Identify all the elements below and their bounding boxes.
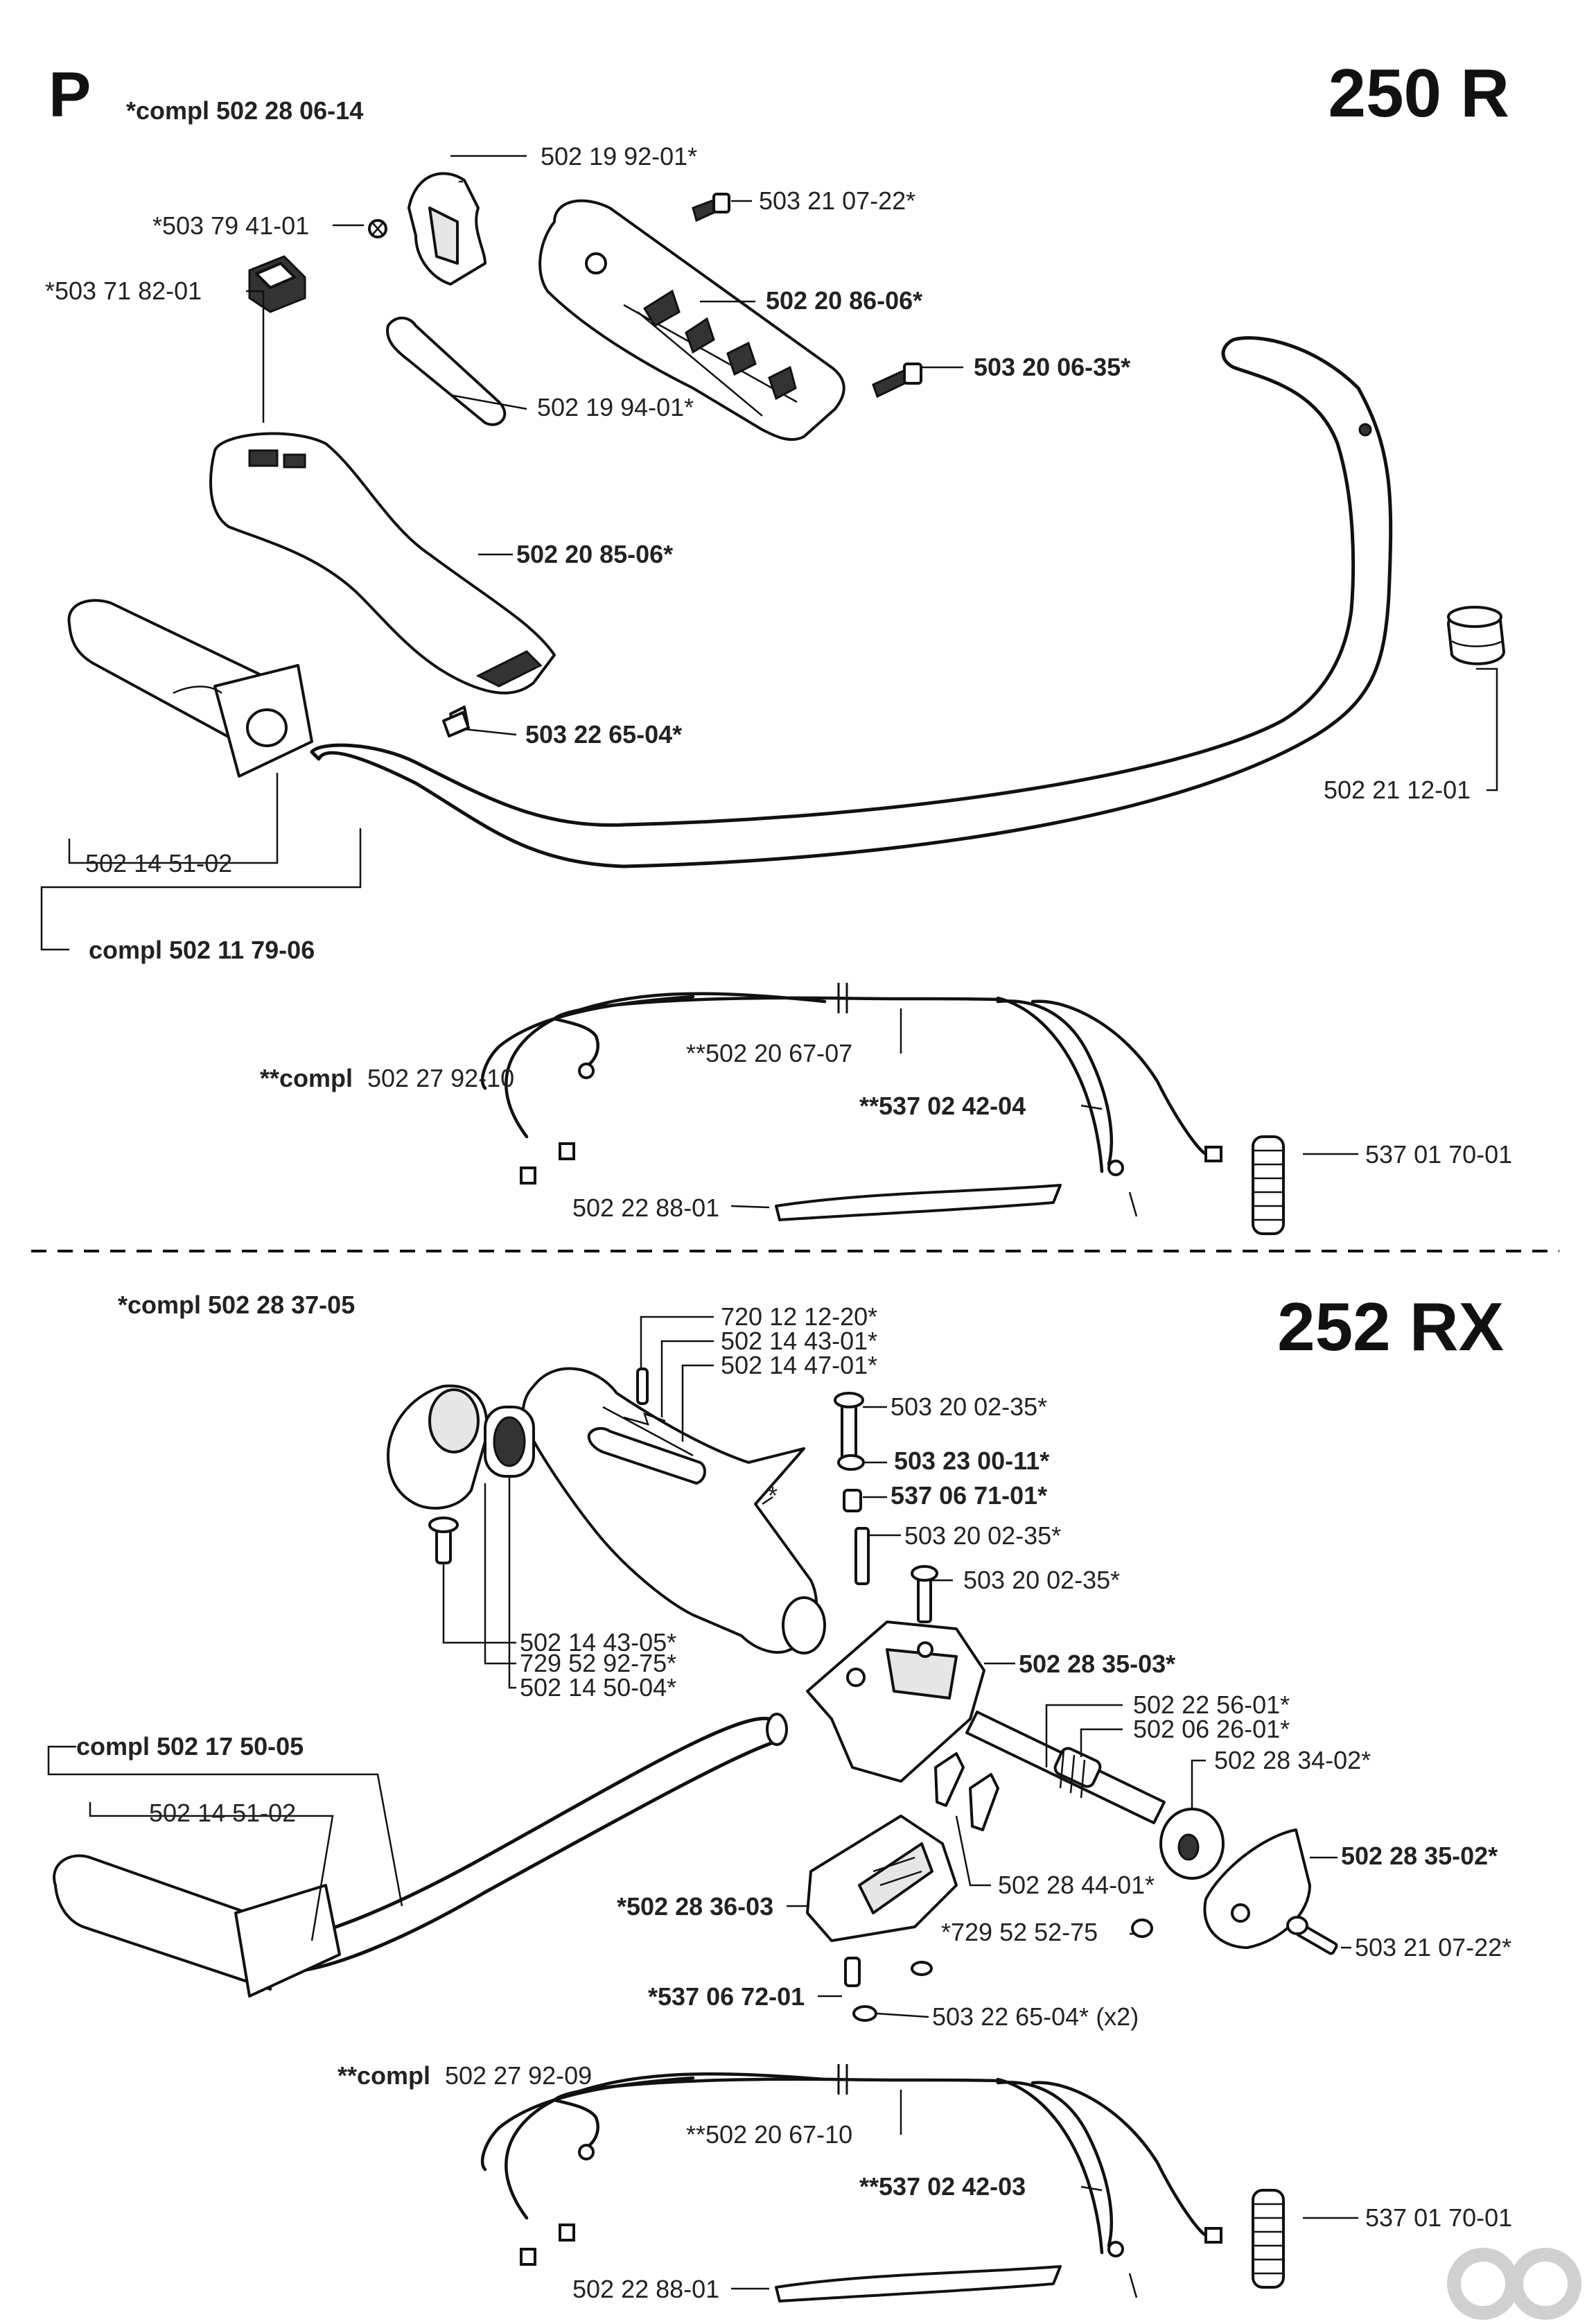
screw-729-52-52-75 xyxy=(1131,1919,1153,1938)
tube-bushing xyxy=(1447,606,1505,665)
corner-logo xyxy=(1447,2248,1581,2320)
model-title-bottom: 252 RX xyxy=(1277,1288,1504,1365)
label-537-06-71-01: 537 06 71-01* xyxy=(891,1481,1047,1510)
spiral-sleeve-top xyxy=(1252,1135,1285,1235)
label-compl-502-11-79-06: compl 502 11 79-06 xyxy=(89,936,315,964)
label-compl-harness-top: **compl xyxy=(260,1064,353,1092)
label-503-20-02-35-c: 503 20 02-35* xyxy=(963,1566,1120,1594)
throttle-grip-assembly xyxy=(521,1367,826,1654)
label-503-22-65-04-x2: 503 22 65-04* (x2) xyxy=(932,2002,1139,2031)
label-503-20-06-35: 503 20 06-35* xyxy=(974,353,1130,381)
label-502-06-26-01: 502 06 26-01* xyxy=(1133,1715,1290,1743)
throttle-lever-assembly xyxy=(387,1384,535,1510)
slider-part xyxy=(587,1426,706,1485)
label-503-20-02-35-a: 503 20 02-35* xyxy=(891,1392,1047,1421)
wire-harness-top xyxy=(480,983,1222,1217)
screw-503-21-07-22-bottom xyxy=(1286,1916,1338,1955)
bolt-stack-vertical xyxy=(834,1392,938,1623)
label-502-14-50-04: 502 14 50-04* xyxy=(520,1673,676,1702)
label-502-20-67-10: **502 20 67-10 xyxy=(686,2120,852,2149)
screw-503-21-07-22 xyxy=(692,193,730,222)
label-503-22-65-04: 503 22 65-04* xyxy=(525,720,682,749)
kit-label-bottom: *compl 502 28 37-05 xyxy=(118,1291,355,1319)
model-title-top: 250 R xyxy=(1328,55,1509,131)
handle-shell-upper xyxy=(538,199,845,442)
clamp-upper-502-28-35-03 xyxy=(806,1620,985,1783)
cable-rod xyxy=(965,1711,1225,1880)
label-537-02-42-03: **537 02 42-03 xyxy=(859,2172,1026,2201)
label-537-01-70-01-bottom: 537 01 70-01 xyxy=(1365,2203,1512,2232)
label-503-21-07-22-bottom: 503 21 07-22* xyxy=(1355,1933,1511,1962)
pin-502-28-44-01 xyxy=(934,1752,965,1807)
label-502-22-56-01: 502 22 56-01* xyxy=(1133,1690,1290,1719)
label-502-27-92-09: 502 27 92-09 xyxy=(445,2061,592,2090)
label-502-28-34-02: 502 28 34-02* xyxy=(1214,1746,1371,1774)
throttle-lockout xyxy=(386,316,507,426)
screw-537-06-72-01 xyxy=(844,1957,933,2022)
label-503-23-00-11: 503 23 00-11* xyxy=(894,1447,1049,1475)
label-502-14-51-02: 502 14 51-02 xyxy=(85,849,232,877)
label-502-28-36-03: *502 28 36-03 xyxy=(617,1892,773,1921)
kit-label-top: *compl 502 28 06-14 xyxy=(126,96,363,125)
handle-tube-bottom xyxy=(53,1713,788,1998)
label-asterisk: * xyxy=(768,1481,778,1510)
label-729-52-92-75: 729 52 92-75* xyxy=(520,1649,676,1677)
rubber-strip-top xyxy=(775,1184,1062,1221)
tube-hole xyxy=(1358,423,1372,437)
label-502-28-35-02: 502 28 35-02* xyxy=(1341,1842,1498,1870)
throttle-trigger xyxy=(407,172,486,286)
section-letter: P xyxy=(49,60,91,130)
loop-handle-tube xyxy=(310,336,1393,868)
label-502-20-85-06: 502 20 85-06* xyxy=(516,540,673,568)
wire-harness-bottom xyxy=(480,2064,1222,2298)
nut-503-22-65-04 xyxy=(442,711,470,737)
rubber-strip-bottom xyxy=(775,2265,1062,2303)
label-503-79-41-01: *503 79 41-01 xyxy=(152,211,309,240)
label-502-22-88-01: 502 22 88-01 xyxy=(572,1194,719,1222)
cover-502-28-35-02 xyxy=(1203,1828,1311,1949)
label-502-27-92-10: 502 27 92-10 xyxy=(367,1064,514,1092)
label-503-21-07-22: 503 21 07-22* xyxy=(759,186,915,215)
label-502-14-43-05: 502 14 43-05* xyxy=(520,1628,676,1657)
label-502-20-67-07: **502 20 67-07 xyxy=(686,1039,852,1067)
label-720-12-12-20: 720 12 12-20* xyxy=(721,1302,877,1331)
label-502-21-12-01: 502 21 12-01 xyxy=(1324,776,1471,804)
label-502-28-44-01: 502 28 44-01* xyxy=(998,1871,1155,1899)
label-compl-harness-bottom: **compl xyxy=(337,2061,430,2090)
pin-502-28-44-01-b xyxy=(969,1773,999,1831)
label-537-06-72-01: *537 06 72-01 xyxy=(648,1982,805,2011)
label-502-14-43-01: 502 14 43-01* xyxy=(721,1327,877,1355)
label-537-02-42-04: **537 02 42-04 xyxy=(859,1092,1026,1120)
label-502-14-51-02-bottom: 502 14 51-02 xyxy=(149,1799,296,1827)
spiral-sleeve-bottom xyxy=(1252,2189,1285,2289)
label-compl-502-17-50-05: compl 502 17 50-05 xyxy=(76,1732,304,1761)
rubber-grip xyxy=(67,599,313,778)
label-502-20-86-06: 502 20 86-06* xyxy=(766,286,922,315)
label-502-19-92-01: 502 19 92-01* xyxy=(541,142,697,171)
pin-720-12-12-20 xyxy=(636,1368,649,1405)
label-502-28-35-03: 502 28 35-03* xyxy=(1019,1650,1175,1678)
label-503-71-82-01: *503 71 82-01 xyxy=(45,277,202,305)
label-729-52-52-75: *729 52 52-75 xyxy=(941,1918,1098,1946)
label-503-20-02-35-b: 503 20 02-35* xyxy=(904,1521,1061,1550)
spring-502-14-43-01 xyxy=(623,1413,666,1426)
clamp-lower-502-28-36-03 xyxy=(806,1815,958,1942)
label-537-01-70-01: 537 01 70-01 xyxy=(1365,1140,1512,1169)
screw-503-20-06-35 xyxy=(872,362,922,399)
screw-502-14-43-05 xyxy=(428,1517,459,1564)
label-502-22-88-01-bottom: 502 22 88-01 xyxy=(572,2275,719,2303)
label-502-19-94-01: 502 19 94-01* xyxy=(537,393,694,421)
stop-switch xyxy=(248,255,306,313)
label-502-14-47-01: 502 14 47-01* xyxy=(721,1351,877,1379)
